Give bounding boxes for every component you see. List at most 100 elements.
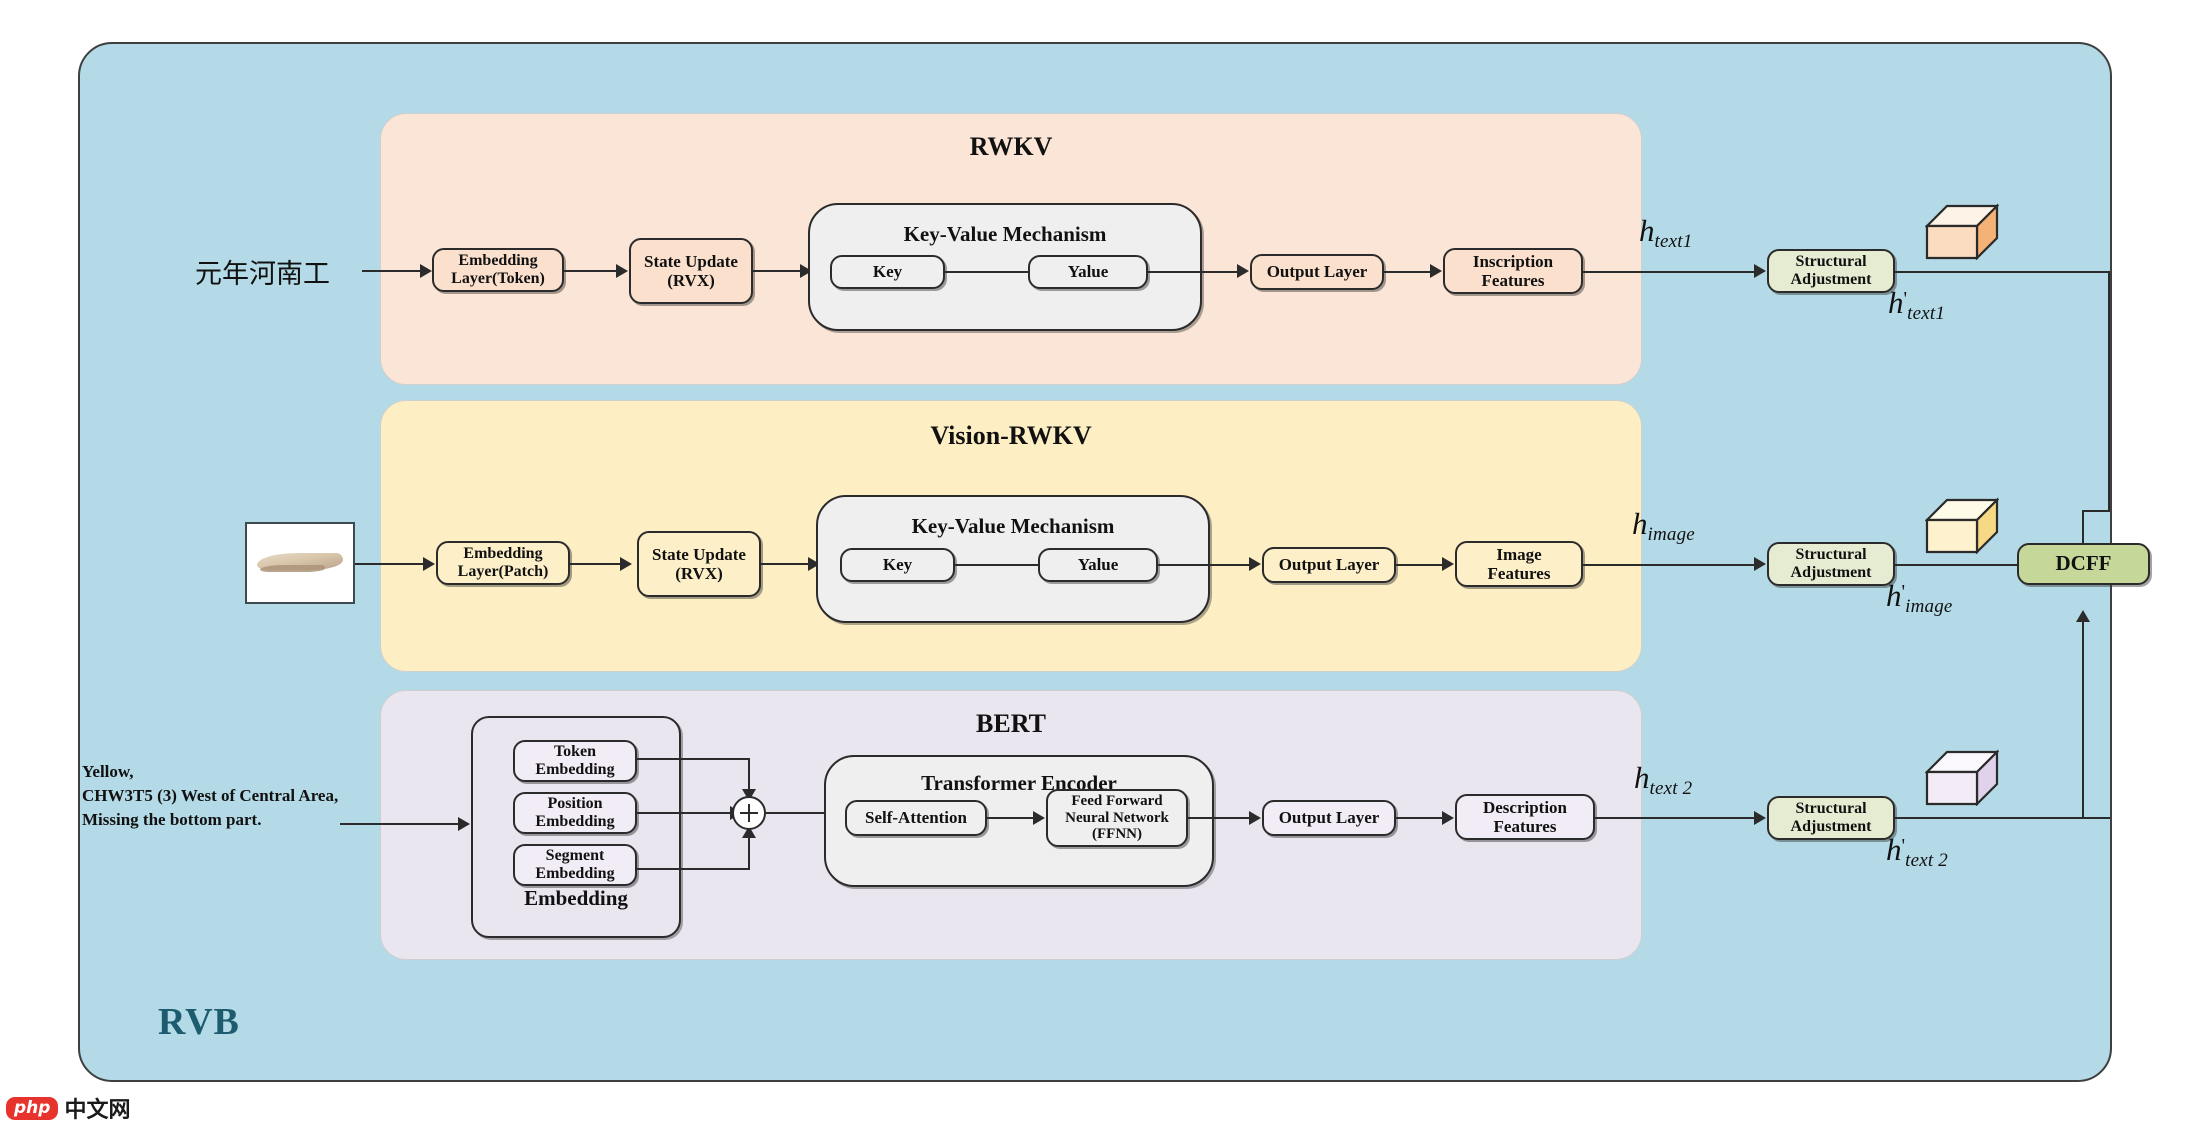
- arrowhead: [1033, 811, 1045, 825]
- node-value-rwkv[interactable]: Yalue: [1028, 255, 1148, 289]
- connector-value-to-output: [1148, 271, 1238, 273]
- arrowhead: [1442, 811, 1454, 825]
- desc-line-2: CHW3T5 (3) West of Central Area,: [82, 786, 339, 806]
- sum-operator-icon: [732, 796, 766, 830]
- tensor-cube-text2: [1925, 749, 1999, 806]
- node-line-1: Embedding: [463, 545, 543, 563]
- connector-image-to-embedding: [355, 563, 425, 565]
- node-line-1: Position: [547, 795, 603, 813]
- h-symbol: h: [1888, 285, 1904, 320]
- connector-key-to-value-v: [955, 564, 1038, 566]
- node-line-2: Features: [1493, 817, 1557, 836]
- label-h-prime-text1: h'text1: [1888, 285, 1945, 325]
- label-h-text1: htext1: [1639, 213, 1692, 253]
- connector-token-down: [748, 758, 750, 792]
- node-line-1: Structural: [1795, 253, 1867, 271]
- connector-image-to-dcff: [1895, 564, 2025, 566]
- h-symbol: h: [1634, 760, 1650, 795]
- node-line-2: Neural Network: [1065, 809, 1169, 826]
- h-symbol: h: [1639, 213, 1655, 248]
- oracle-bone-shadow: [259, 564, 326, 573]
- node-structural-adjustment-image[interactable]: Structural Adjustment: [1767, 542, 1895, 586]
- arrowhead: [420, 264, 432, 278]
- connector-segment-up: [748, 836, 750, 870]
- node-line-1: State Update: [644, 251, 738, 271]
- connector-key-to-value: [945, 271, 1028, 273]
- node-image-features[interactable]: Image Features: [1455, 541, 1583, 587]
- node-line-2: Embedding: [535, 761, 615, 778]
- connector-text2-to-right-bus: [1895, 817, 2110, 819]
- node-label: Self-Attention: [865, 808, 967, 828]
- node-label: Output Layer: [1278, 555, 1380, 575]
- node-state-update-rvx[interactable]: State Update (RVX): [629, 238, 753, 304]
- connector-right-bus-down: [2108, 271, 2110, 511]
- node-label: Yalue: [1067, 262, 1109, 282]
- desc-line-1: Yellow,: [82, 762, 134, 781]
- node-structural-adjustment-text2[interactable]: Structural Adjustment: [1767, 796, 1895, 840]
- node-embedding-layer-token[interactable]: Embedding Layer(Token): [432, 248, 564, 292]
- arrowhead: [1430, 264, 1442, 278]
- connector-output-to-features-v: [1396, 564, 1444, 566]
- connector-embedding-to-state: [564, 270, 618, 272]
- branch-title-vision-rwkv: Vision-RWKV: [930, 421, 1092, 450]
- node-line-1: Structural: [1795, 800, 1867, 818]
- node-segment-embedding[interactable]: Segment Embedding: [513, 844, 637, 886]
- branch-title-bert: BERT: [976, 709, 1046, 738]
- node-key-vision[interactable]: Key: [840, 548, 955, 582]
- h-subscript: image: [1905, 596, 1953, 617]
- node-output-layer-rwkv[interactable]: Output Layer: [1250, 254, 1384, 290]
- node-line-2: Adjustment: [1790, 818, 1872, 835]
- node-label: Yalue: [1077, 555, 1119, 575]
- h-subscript: text1: [1654, 231, 1693, 252]
- node-token-embedding[interactable]: Token Embedding: [513, 740, 637, 782]
- node-state-update-rvx-vision[interactable]: State Update (RVX): [637, 531, 761, 597]
- h-symbol: h: [1632, 506, 1648, 541]
- connector-state-to-kv: [753, 270, 801, 272]
- node-value-vision[interactable]: Yalue: [1038, 548, 1158, 582]
- connector-state-to-kv-v: [761, 563, 809, 565]
- node-description-features[interactable]: Description Features: [1455, 794, 1595, 840]
- node-structural-adjustment-text1[interactable]: Structural Adjustment: [1767, 249, 1895, 293]
- input-text-chinese: 元年河南工: [195, 259, 330, 290]
- prime-mark: ': [1901, 581, 1906, 603]
- connector-position-to-sum: [637, 812, 732, 814]
- node-embedding-layer-patch[interactable]: Embedding Layer(Patch): [436, 541, 570, 585]
- connector-ffnn-to-output: [1188, 817, 1250, 819]
- connector-dcff-bottom-rise: [2082, 620, 2084, 818]
- connector-dcff-top-drop: [2082, 510, 2084, 550]
- php-logo-icon: php: [6, 1096, 59, 1120]
- arrowhead: [1249, 557, 1261, 571]
- input-image-thumbnail: [245, 522, 355, 604]
- node-label: Output Layer: [1278, 808, 1380, 828]
- node-key-rwkv[interactable]: Key: [830, 255, 945, 289]
- node-output-layer-bert[interactable]: Output Layer: [1262, 800, 1396, 836]
- node-label: Output Layer: [1266, 262, 1368, 282]
- node-line-2: Embedding: [535, 813, 615, 830]
- connector-desc-to-embedding: [340, 823, 460, 825]
- node-self-attention[interactable]: Self-Attention: [845, 800, 987, 836]
- label-h-prime-image: h'image: [1886, 578, 1953, 618]
- arrowhead: [2076, 610, 2090, 622]
- node-feed-forward-network[interactable]: Feed Forward Neural Network (FFNN): [1046, 789, 1188, 847]
- tensor-cube-text1: [1925, 203, 1999, 260]
- rvb-label: RVB: [158, 1001, 240, 1043]
- label-h-image: himage: [1632, 506, 1695, 546]
- node-inscription-features[interactable]: Inscription Features: [1443, 248, 1583, 294]
- node-line-2: (RVX): [675, 564, 723, 583]
- arrowhead: [1754, 557, 1766, 571]
- node-line-2: Features: [1487, 564, 1551, 583]
- arrowhead: [423, 557, 435, 571]
- connector-output-to-features: [1384, 271, 1432, 273]
- node-dcff-fusion[interactable]: DCFF: [2017, 543, 2150, 585]
- node-output-layer-vision[interactable]: Output Layer: [1262, 547, 1396, 583]
- prime-mark: ': [1903, 288, 1908, 310]
- arrowhead: [1442, 557, 1454, 571]
- node-line-2: Adjustment: [1790, 271, 1872, 288]
- h-subscript: text 2: [1905, 850, 1948, 871]
- node-position-embedding[interactable]: Position Embedding: [513, 792, 637, 834]
- node-line-1: Image: [1496, 544, 1542, 564]
- label-h-prime-text2: h'text 2: [1886, 832, 1948, 872]
- node-line-1: Description: [1482, 797, 1568, 817]
- h-subscript: text 2: [1649, 778, 1693, 799]
